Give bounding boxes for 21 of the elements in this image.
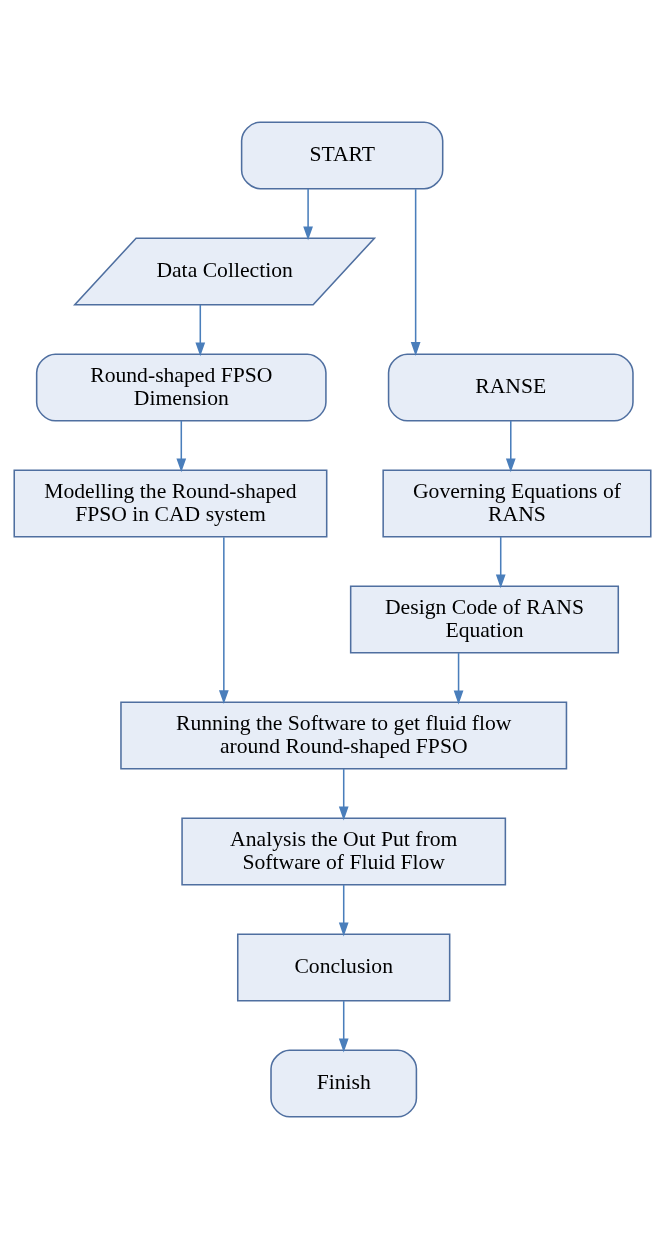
arrow [338,999,349,1052]
arrow [303,187,313,240]
node-box: Running the Software to get fluid flow around Round-shaped FPSO [120,701,568,770]
arrow [505,419,516,472]
arrow [195,303,206,356]
node-box: Finish [270,1049,418,1118]
node-box: Conclusion [237,933,451,1002]
node-box: Analysis the Out Put from Software of Fluid Flow [181,817,507,886]
arrow [176,419,187,472]
arrow [453,651,464,704]
arrow [218,535,229,704]
arrow [495,535,506,588]
node-box: Design Code of RANS Equation [349,584,620,654]
node-box: Round-shaped FPSO Dimension [35,352,327,421]
node-box: Governing Equations of RANS [382,468,652,537]
node-box: Modelling the Round-shaped FPSO in CAD system [13,468,328,537]
arrow [410,187,421,356]
node-box: START [240,120,444,189]
arrow [338,767,349,820]
arrow [338,883,349,936]
node-box: RANSE [387,352,634,421]
